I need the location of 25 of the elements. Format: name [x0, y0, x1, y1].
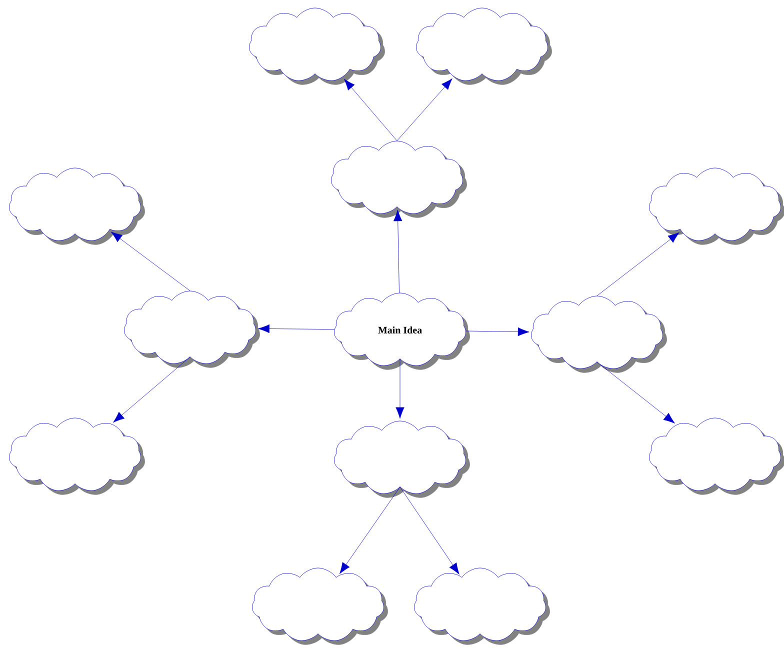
arrow	[394, 210, 402, 293]
arrow	[340, 486, 400, 574]
arrow	[396, 78, 452, 141]
arrow	[113, 356, 190, 423]
arrow	[466, 327, 530, 336]
arrow	[596, 232, 680, 296]
empty-cloud	[331, 140, 467, 218]
empty-cloud	[531, 296, 667, 373]
empty-cloud	[9, 418, 145, 495]
arrow	[258, 324, 335, 334]
arrow	[396, 358, 404, 419]
arrow	[400, 486, 460, 574]
empty-cloud	[649, 168, 784, 245]
arrow	[596, 362, 675, 424]
empty-cloud	[9, 168, 145, 245]
empty-cloud	[649, 418, 784, 495]
empty-cloud	[249, 8, 385, 85]
arrow	[110, 232, 190, 291]
empty-cloud	[252, 568, 388, 645]
arrow	[344, 78, 398, 141]
empty-cloud	[416, 8, 552, 85]
empty-cloud	[334, 420, 470, 498]
empty-cloud	[414, 568, 550, 645]
idea-cloud: Main Idea	[334, 292, 470, 370]
empty-cloud	[124, 290, 260, 368]
